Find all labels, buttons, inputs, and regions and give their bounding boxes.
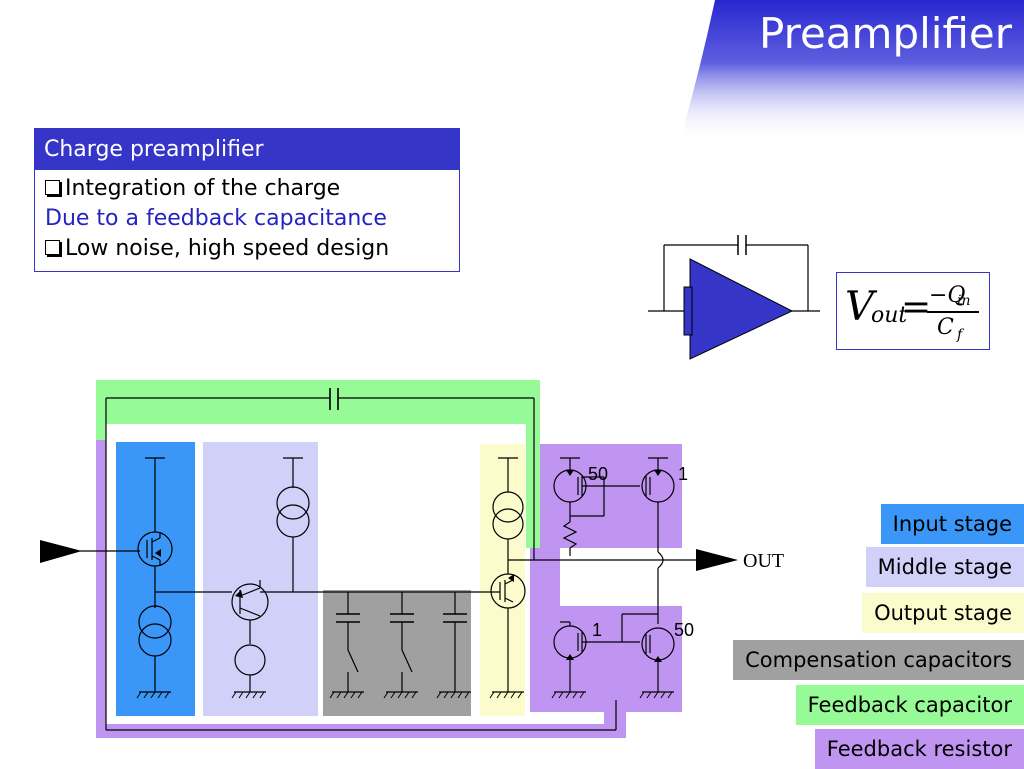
- info-box: Charge preamplifier Integration of the c…: [34, 128, 460, 272]
- legend-feedback-capacitor: Feedback capacitor: [795, 685, 1024, 725]
- formula-v: V: [845, 284, 874, 330]
- mirror-ratio-label: 1: [678, 464, 688, 484]
- legend-input-stage: Input stage: [880, 504, 1024, 544]
- formula-denominator: C: [937, 315, 954, 340]
- slide-title: Preamplifier: [759, 9, 1012, 58]
- legend-output-stage: Output stage: [862, 593, 1024, 633]
- amplifier-symbol: [648, 235, 820, 360]
- mirror-ratio-label: 50: [588, 464, 608, 484]
- output-arrow-icon: [696, 549, 738, 571]
- feedback-capacitor-region: [96, 380, 540, 548]
- mirror-ratio-label: 50: [674, 620, 694, 640]
- formula-fraction-bar: [927, 311, 979, 313]
- formula-numerator: −Q: [929, 283, 966, 308]
- output-label: OUT: [743, 550, 784, 572]
- mirror-ratio-label: 1: [592, 620, 602, 640]
- formula-numerator-subscript: in: [957, 293, 971, 309]
- feedback-resistor-region: [96, 440, 682, 738]
- formula-equals: =: [901, 287, 932, 328]
- info-line-1-text: Integration of the charge: [65, 176, 341, 201]
- middle-stage-region: [203, 442, 318, 716]
- input-arrow-icon: [40, 540, 82, 563]
- info-line-1: Integration of the charge: [35, 174, 459, 204]
- legend-compensation-capacitors: Compensation capacitors: [733, 640, 1024, 680]
- legend-middle-stage: Middle stage: [865, 547, 1024, 587]
- info-line-2: Due to a feedback capacitance: [45, 206, 387, 231]
- formula-denominator-subscript: f: [957, 327, 963, 343]
- output-stage-region: [480, 444, 525, 716]
- info-box-header: Charge preamplifier: [35, 129, 459, 170]
- formula-box: V out = −Q in C f: [836, 272, 990, 350]
- formula-v-subscript: out: [871, 303, 908, 328]
- info-line-3-text: Low noise, high speed design: [65, 236, 390, 261]
- info-line-3: Low noise, high speed design: [35, 234, 459, 264]
- legend-feedback-resistor: Feedback resistor: [814, 729, 1024, 769]
- checkbox-bullet-icon: [45, 180, 60, 195]
- checkbox-bullet-icon: [45, 240, 60, 255]
